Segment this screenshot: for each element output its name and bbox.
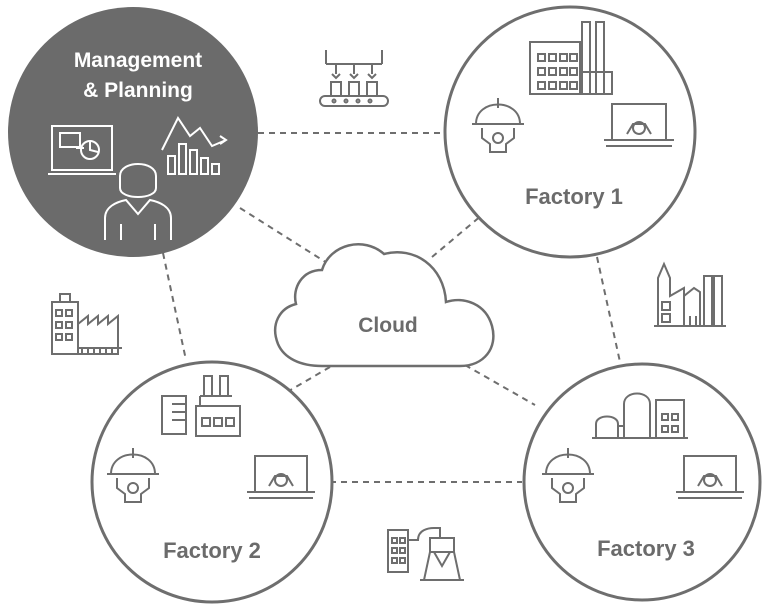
connection-management-factory2 [162,252,187,361]
factory-building-icon [161,375,241,437]
connection-cloud-factory3 [464,364,536,406]
laptop-gear-icon [676,455,744,499]
factory1-node: Factory 1 [443,5,697,259]
factory2-circle [90,360,334,604]
management-label-line2: & Planning [83,79,193,102]
connection-factory1-factory3 [596,256,621,363]
hard-hat-gear-icon [107,448,159,503]
management-label-line1: Management [74,49,202,72]
presentation-board-icon [48,125,116,175]
factory-building-icon [51,293,122,355]
factory3-circle [522,362,762,602]
factory2-label: Factory 2 [163,538,261,563]
factory1-label: Factory 1 [525,184,623,209]
laptop-gear-icon [604,103,674,147]
factory2-node: Factory 2 [90,360,334,604]
hard-hat-gear-icon [542,448,594,503]
line-bar-chart-icon [161,116,228,175]
person-icon [104,163,172,240]
factory3-node: Factory 3 [522,362,762,602]
refinery-icon [592,392,688,439]
factory-building-icon [529,21,613,95]
pipeline-silo-icon [387,527,464,581]
assembly-line-icon [319,50,389,107]
factory3-label: Factory 3 [597,536,695,561]
laptop-gear-icon [247,455,315,499]
cloud-node: Cloud [273,243,495,368]
hard-hat-gear-icon [472,98,524,153]
management-circle [8,7,258,257]
cloud-shape [273,243,495,368]
management-node: Management & Planning [8,7,258,257]
factory-building-icon [654,261,726,327]
cloud-label: Cloud [358,314,417,337]
connection-cloud-factory1 [431,214,483,258]
connection-cloud-management [239,207,336,269]
factory1-circle [443,5,697,259]
